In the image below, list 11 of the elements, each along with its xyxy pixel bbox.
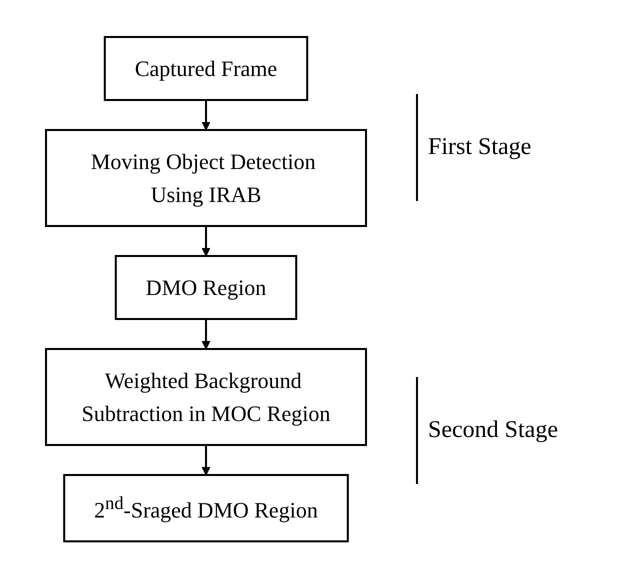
arrow — [202, 444, 210, 476]
arrow — [202, 226, 210, 256]
node-box: DMO Region — [114, 254, 298, 320]
arrow — [202, 100, 210, 130]
arrow — [202, 318, 210, 350]
node-box: Moving Object Detection Using IRAB — [45, 128, 367, 227]
stage-label: First Stage — [416, 94, 621, 201]
node-box: Captured Frame — [104, 36, 308, 101]
node-box: Weighted Background Subtraction in MOC Region — [45, 348, 367, 446]
node-box: 2$^{nd}$-Sraged DMO Region — [63, 474, 349, 542]
stage-label: Second Stage — [416, 377, 621, 484]
